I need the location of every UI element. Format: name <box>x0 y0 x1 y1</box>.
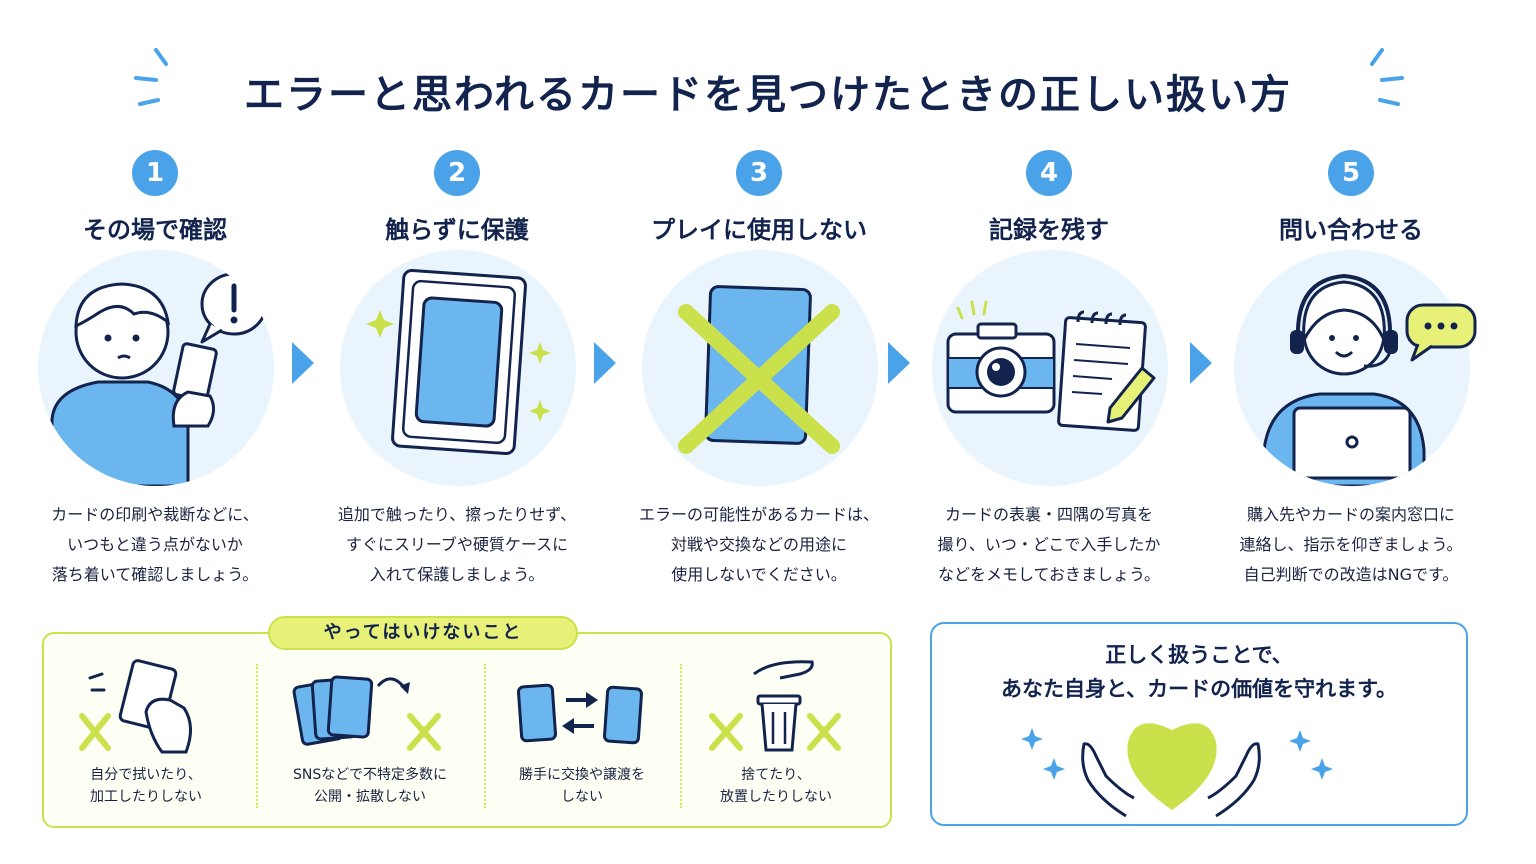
step-illustration <box>38 250 274 486</box>
step-number: 5 <box>1328 150 1374 196</box>
chevron-right-icon <box>292 342 314 384</box>
donts-label: やってはいけないこと <box>268 616 578 650</box>
sparkle-lines-icon <box>1370 48 1404 106</box>
step-description: エラーの可能性があるカードは、 対戦や交換などの用途に 使用しないでください。 <box>638 505 879 584</box>
step-title: 触らずに保護 <box>385 216 529 244</box>
step-number: 4 <box>1026 150 1072 196</box>
sparkle-lines-icon <box>134 48 168 106</box>
step-title: 問い合わせる <box>1279 216 1423 244</box>
person-checking-card-icon <box>50 272 268 486</box>
support-operator-icon <box>1254 273 1456 486</box>
step-title: プレイに使用しない <box>651 216 867 244</box>
message-text: 正しく扱うことで、 あなた自身と、カードの価値を守れます。 <box>1000 643 1398 701</box>
step-1: 1 その場で確認 カードの印刷や裁断などに、 いつもと違う点がないか 落ち着いて… <box>10 150 300 600</box>
dont-text: 勝手に交換や譲渡を しない <box>519 767 645 805</box>
sharing-cards-icon <box>292 675 441 751</box>
step-description: 追加で触ったり、擦ったりせず、 すぐにスリーブや硬質ケースに 入れて保護しましょ… <box>337 505 577 584</box>
step-title: 記録を残す <box>989 216 1109 244</box>
step-number: 2 <box>434 150 480 196</box>
step-3: 3 プレイに使用しない エラーの可能性があるカードは、 対戦や交換などの用途に … <box>614 150 904 600</box>
step-2: 2 触らずに保護 追加で触ったり、擦ったりせず、 すぐにスリーブや硬質ケースに … <box>312 150 602 600</box>
dont-text: 捨てたり、 放置したりしない <box>720 767 832 805</box>
divider <box>256 664 258 808</box>
wiping-card-icon <box>79 659 192 754</box>
step-number: 3 <box>736 150 782 196</box>
dont-text: SNSなどで不特定多数に 公開・拡散しない <box>293 767 447 805</box>
dont-item-trade: 勝手に交換や譲渡を しない <box>482 656 682 816</box>
camera-and-notepad-icon <box>946 300 1156 432</box>
crossed-card-icon <box>678 285 840 454</box>
dont-item-wipe: 自分で拭いたり、 加工したりしない <box>46 656 246 816</box>
step-5: 5 問い合わせる 購入先やカードの案内窓口に 連絡し、指示を仰ぎましょう。 自己… <box>1206 150 1496 600</box>
step-4: 4 記録を残す カードの表裏・四隅の写真を 撮り、いつ・どこで入手したか などを… <box>904 150 1194 600</box>
step-illustration <box>1234 250 1470 486</box>
dont-item-discard: 捨てたり、 放置したりしない <box>676 656 876 816</box>
dont-text: 自分で拭いたり、 加工したりしない <box>90 767 202 805</box>
speech-bubble-icon <box>1405 303 1477 362</box>
trash-can-icon <box>709 660 841 752</box>
step-description: カードの表裏・四隅の写真を 撮り、いつ・どこで入手したか などをメモしておきまし… <box>937 505 1161 584</box>
chevron-right-icon <box>594 342 616 384</box>
exchange-cards-icon <box>516 683 644 745</box>
step-title: その場で確認 <box>83 216 227 244</box>
step-description: カードの印刷や裁断などに、 いつもと違う点がないか 落ち着いて確認しましょう。 <box>51 505 259 584</box>
heart-hands-icon <box>1021 723 1333 818</box>
divider <box>680 664 682 808</box>
step-description: 購入先やカードの案内窓口に 連絡し、指示を仰ぎましょう。 自己判断での改造はNG… <box>1239 505 1463 584</box>
dont-item-share: SNSなどで不特定多数に 公開・拡散しない <box>270 656 470 816</box>
divider <box>484 664 486 808</box>
step-illustration <box>932 250 1168 486</box>
chevron-right-icon <box>1190 342 1212 384</box>
step-illustration <box>642 250 878 486</box>
chevron-right-icon <box>888 342 910 384</box>
card-in-sleeve-icon <box>366 268 551 456</box>
step-number: 1 <box>132 150 178 196</box>
step-illustration <box>340 250 576 486</box>
page-title: エラーと思われるカードを見つけたときの正しい扱い方 <box>244 72 1292 118</box>
